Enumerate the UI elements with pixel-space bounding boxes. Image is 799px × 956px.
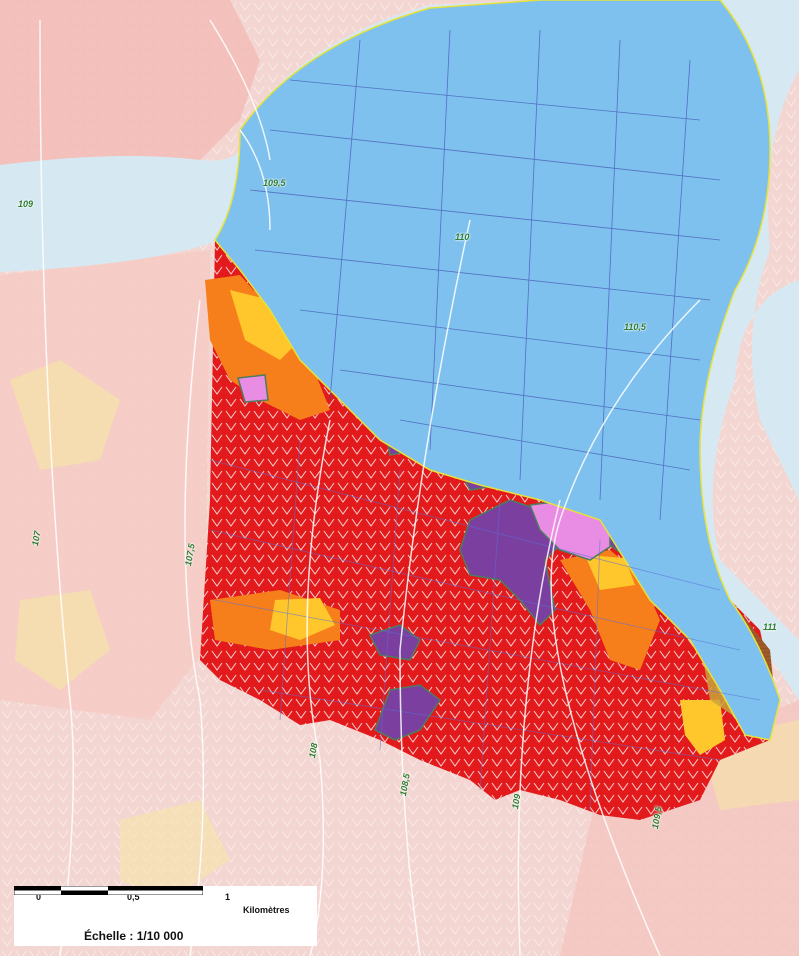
scale-legend: 0 0,5 1 Kilomètres Échelle : 1/10 000	[14, 886, 317, 946]
zone-medium-4[interactable]	[680, 700, 725, 755]
faded-yellow-zone-2	[15, 590, 110, 690]
km-marker-109-5-river: 109,5	[263, 178, 286, 188]
scale-units-label: Kilomètres	[243, 905, 290, 915]
zone-medium-1[interactable]	[230, 290, 300, 360]
zone-strong-3[interactable]	[560, 550, 660, 670]
field-network	[209, 439, 761, 811]
river-zone[interactable]	[214, 0, 781, 741]
zone-urban-pink-2[interactable]	[237, 374, 269, 403]
scale-tick-mid: 0,5	[127, 892, 140, 902]
km-marker-111: 111	[763, 622, 777, 632]
scale-ratio-label: Échelle : 1/10 000	[84, 929, 184, 943]
km-marker-109-river: 109	[18, 199, 34, 209]
zone-urban-5[interactable]	[368, 624, 421, 661]
zone-medium-3[interactable]	[585, 555, 635, 590]
faded-yellow-zone-1	[10, 360, 120, 470]
km-marker-110-5: 110,5	[624, 322, 646, 332]
scale-tick-1: 1	[225, 892, 231, 902]
scale-tick-0: 0	[36, 892, 42, 902]
faded-zone-north	[0, 0, 260, 200]
river-faded	[0, 0, 799, 700]
parcel-network	[249, 29, 721, 521]
km-marker-110: 110	[455, 232, 470, 242]
pk-lines	[39, 19, 701, 956]
scale-bar	[14, 886, 203, 895]
